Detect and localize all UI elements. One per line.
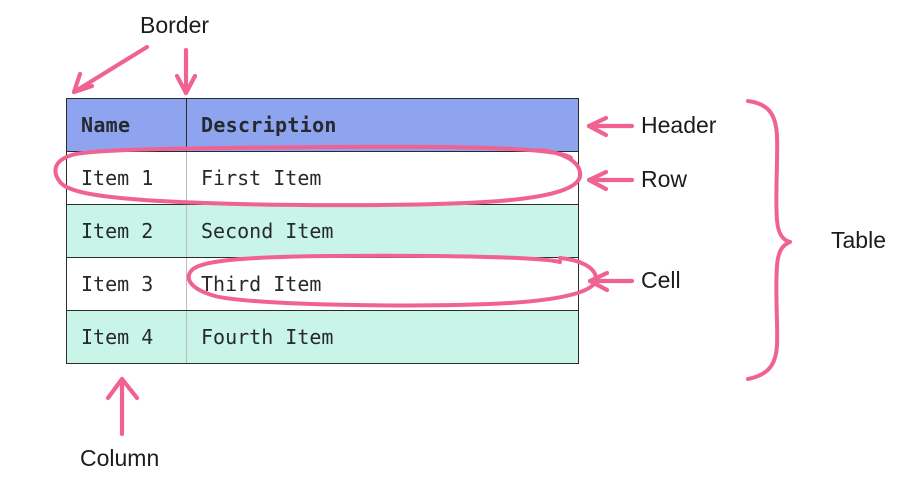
row-arrow [586, 169, 635, 192]
label-header: Header [641, 112, 717, 138]
header-arrow [586, 115, 635, 138]
cell-description: Fourth Item [186, 310, 579, 364]
label-border: Border [140, 12, 210, 38]
data-table: Name Description Item 1 First Item Item … [66, 98, 579, 364]
cell-name: Item 4 [66, 310, 187, 364]
label-cell: Cell [641, 267, 681, 293]
table-row: Item 1 First Item [66, 151, 579, 205]
cell-description: Third Item [186, 257, 579, 311]
column-arrow [105, 376, 140, 437]
cell-arrow [587, 270, 635, 293]
header-cell-name: Name [66, 98, 187, 152]
table-row: Item 3 Third Item [66, 257, 579, 311]
border-arrow-diagonal [71, 44, 150, 95]
header-row: Name Description [66, 98, 579, 152]
cell-name: Item 3 [66, 257, 187, 311]
cell-name: Item 2 [66, 204, 187, 258]
header-cell-description: Description [186, 98, 579, 152]
label-row: Row [641, 166, 688, 192]
table-header: Name Description [66, 98, 579, 152]
cell-description: First Item [186, 151, 579, 205]
label-column: Column [80, 445, 160, 471]
cell-description: Second Item [186, 204, 579, 258]
table-body: Item 1 First Item Item 2 Second Item Ite… [66, 151, 579, 364]
table-row: Item 2 Second Item [66, 204, 579, 258]
label-table: Table [831, 227, 886, 253]
border-arrow-vertical [174, 47, 198, 96]
cell-name: Item 1 [66, 151, 187, 205]
table-row: Item 4 Fourth Item [66, 310, 579, 364]
table-brace [746, 99, 792, 381]
